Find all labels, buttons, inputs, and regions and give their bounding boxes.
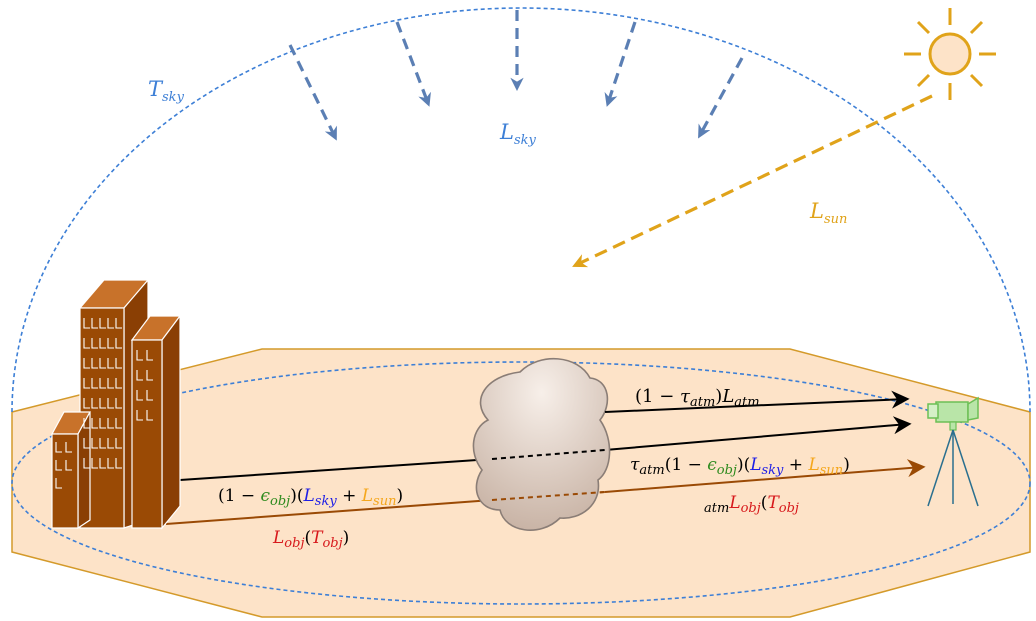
atmosphere-path [604, 390, 910, 413]
sky-radiance-arrows [288, 10, 744, 141]
sky-arrow [698, 57, 744, 139]
l-sky-label: Lsky [499, 120, 537, 148]
cloud-icon [472, 358, 611, 531]
ground-ellipse [11, 361, 1031, 605]
building-icon [50, 278, 182, 530]
sun-icon [904, 8, 996, 100]
sun-radiance-arrow [572, 94, 933, 268]
tripod-icon [927, 429, 979, 507]
sky-dome [11, 7, 1031, 413]
emitted-path-near-label: Lobj(Tobj) [272, 528, 349, 551]
atmosphere-path-label: (1 − τatm)Latm [635, 386, 760, 410]
t-sky-label: Tsky [148, 77, 185, 105]
building-windows [55, 318, 153, 489]
emitted-path-far-label: atmLobj(Tobj [704, 493, 799, 516]
sky-arrow [604, 21, 637, 107]
reflected-path-far-label: τatm(1 − ϵobj)(Lsky + Lsun) [630, 455, 850, 478]
sky-arrow [395, 21, 431, 107]
l-sun-label: Lsun [809, 199, 847, 227]
thermal-camera-icon [927, 396, 979, 431]
sky-arrow [288, 44, 337, 141]
reflected-path-near-label: (1 − ϵobj)(Lsky + Lsun) [218, 486, 403, 509]
